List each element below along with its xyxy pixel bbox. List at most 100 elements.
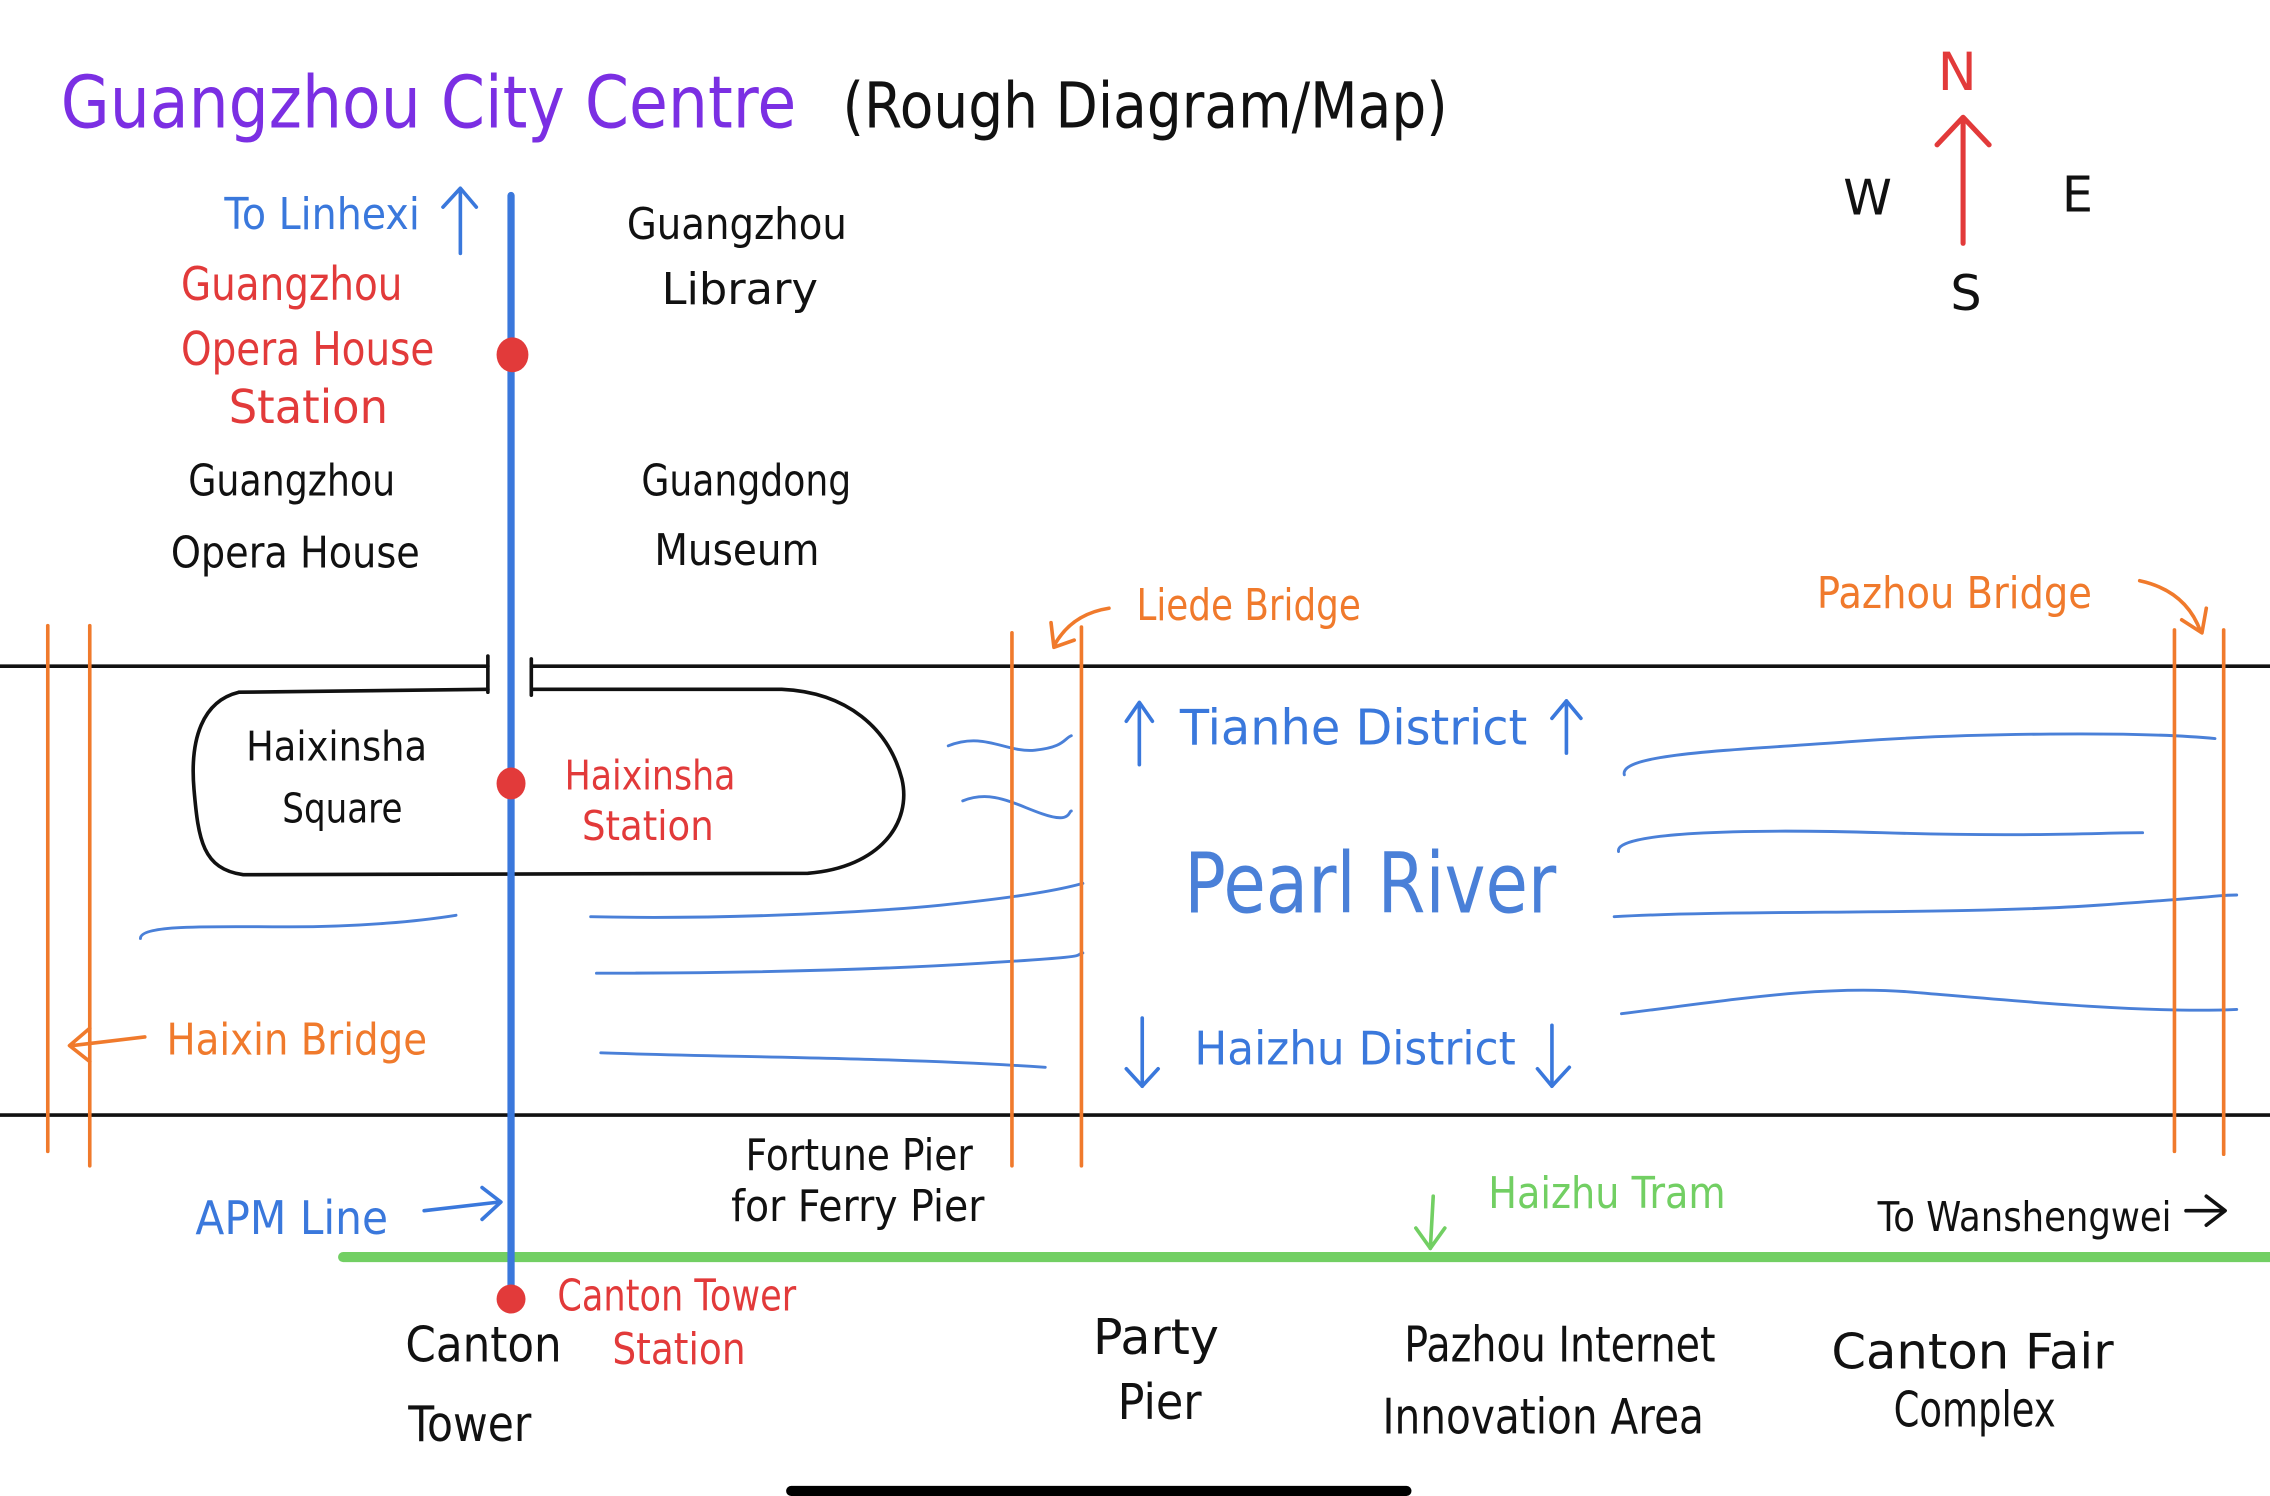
arrow-head (2179, 606, 2209, 635)
arrow-up-icon (1124, 700, 1155, 767)
arrow-down-icon (1535, 1023, 1572, 1088)
landmark-label-line: Opera House (171, 529, 420, 579)
map-subtitle: (Rough Diagram/Map) (843, 69, 1448, 143)
haizhu-district-label: Haizhu District (1194, 1021, 1515, 1075)
curved-arrow-icon (1049, 606, 1111, 650)
arrow-up-icon (1550, 699, 1583, 755)
compass-west-label: W (1843, 168, 1892, 226)
compass: N W E S (1843, 43, 2093, 322)
landmark-label-line: Canton (405, 1315, 561, 1373)
station-haixinsha: Haixinsha Station (496, 751, 736, 850)
apm-north-terminus-label: To Linhexi (223, 190, 419, 240)
arrow-up-icon (441, 186, 479, 256)
haixin-bridge: Haixin Bridge (45, 623, 427, 1168)
landmark-label-line: Guangzhou (188, 456, 395, 506)
pazhou-bridge: Pazhou Bridge (1817, 569, 2226, 1157)
arrow-head (441, 186, 479, 209)
arrow-head (1550, 699, 1583, 721)
arrow-head (1124, 700, 1155, 724)
station-label-line: Station (582, 802, 714, 850)
ripple (599, 1051, 1047, 1069)
arrow-head (1124, 1066, 1160, 1088)
station-dot (496, 1284, 526, 1314)
landmark-label-line: Guangzhou (627, 200, 847, 250)
arrow-shaft (422, 1200, 502, 1213)
ripple (595, 951, 1085, 975)
liede-bridge: Liede Bridge (1010, 581, 1361, 1168)
ripple (946, 734, 1073, 752)
arrow-right-icon (2184, 1194, 2227, 1227)
tianhe-district-label: Tianhe District (1179, 698, 1527, 756)
landmark-library: Guangzhou Library (627, 200, 847, 315)
pearl-river-label: Pearl River (1184, 834, 1556, 932)
station-opera-house: Guangzhou Opera House Station (181, 257, 529, 434)
arrow-head (480, 1185, 503, 1222)
home-indicator-bar[interactable] (786, 1485, 1412, 1496)
ripple (138, 913, 458, 940)
curved-arrow-icon (2137, 578, 2209, 635)
landmark-haixinsha-square: Haixinsha Square (246, 722, 427, 832)
arrow-shaft (2137, 578, 2203, 634)
tram-east-terminus-label: To Wanshengwei (1877, 1193, 2172, 1241)
landmark-label-line: Museum (654, 526, 819, 576)
arrow-right-icon (422, 1185, 503, 1222)
station-dot (496, 767, 526, 800)
landmark-opera-house: Guangzhou Opera House (171, 456, 420, 578)
compass-north-label: N (1938, 43, 1977, 103)
landmark-label-line: for Ferry Pier (731, 1182, 984, 1232)
landmark-fortune-pier: Fortune Pier for Ferry Pier (731, 1131, 984, 1232)
north-arrow-icon (1934, 114, 1992, 246)
landmark-label-line: Pier (1118, 1373, 1203, 1431)
station-label-line: Guangzhou (181, 257, 402, 311)
landmark-party-pier: Party Pier (1093, 1308, 1219, 1431)
arrow-left-icon (67, 1026, 147, 1064)
station-label-line: Canton Tower (557, 1272, 796, 1322)
landmark-label-line: Tower (407, 1395, 532, 1453)
station-label-line: Station (229, 380, 388, 434)
station-label-line: Opera House (181, 322, 434, 376)
ripple (961, 795, 1073, 820)
apm-line-label: APM Line (195, 1191, 388, 1245)
landmark-canton-tower: Canton Tower (405, 1315, 561, 1453)
landmark-label-line: Canton Fair (1831, 1323, 2114, 1381)
arrow-head (1535, 1065, 1572, 1088)
arrow-head (1049, 620, 1077, 650)
pazhou-bridge-label: Pazhou Bridge (1817, 569, 2092, 619)
liede-bridge-label: Liede Bridge (1136, 581, 1360, 631)
north-arrow-head (1934, 114, 1992, 148)
landmark-label-line: Guangdong (641, 456, 851, 506)
landmark-label-line: Pazhou Internet (1404, 1315, 1715, 1373)
station-label-line: Station (612, 1325, 745, 1375)
arrow-down-icon (1414, 1194, 1447, 1251)
pearl-river-banks (0, 654, 2270, 1117)
landmark-label-line: Party (1093, 1308, 1219, 1366)
landmark-label-line: Innovation Area (1383, 1388, 1704, 1446)
arrow-shaft (1428, 1194, 1436, 1251)
water-ripples (138, 732, 2239, 1069)
ripple (1622, 732, 2217, 777)
map-title: Guangzhou City Centre (61, 61, 796, 145)
arrow-head (2204, 1194, 2227, 1227)
ripple (1617, 829, 2145, 853)
haizhu-tram: Haizhu Tram To Wanshengwei (338, 1169, 2270, 1263)
landmark-label-line: Haixinsha (246, 722, 427, 770)
tram-label: Haizhu Tram (1488, 1169, 1725, 1219)
landmark-museum: Guangdong Museum (641, 456, 851, 576)
haixinsha-island-outline (191, 687, 906, 877)
arrow-head (1414, 1226, 1447, 1251)
apm-line: To Linhexi APM Line (195, 186, 515, 1303)
landmark-label-line: Library (662, 265, 818, 315)
landmark-label-line: Complex (1894, 1380, 2056, 1438)
landmark-canton-fair: Canton Fair Complex (1831, 1323, 2114, 1439)
title-block: Guangzhou City Centre (Rough Diagram/Map… (61, 61, 1448, 145)
station-canton-tower: Canton Tower Station (496, 1272, 796, 1375)
station-label-line: Haixinsha (565, 751, 736, 799)
haixin-bridge-label: Haixin Bridge (166, 1015, 427, 1065)
arrow-shaft (70, 1035, 147, 1048)
landmark-label-line: Fortune Pier (746, 1131, 973, 1181)
landmark-pazhou-area: Pazhou Internet Innovation Area (1383, 1315, 1716, 1445)
ripple (1619, 988, 2239, 1016)
arrow-shaft (1052, 606, 1111, 648)
arrow-down-icon (1124, 1016, 1160, 1088)
